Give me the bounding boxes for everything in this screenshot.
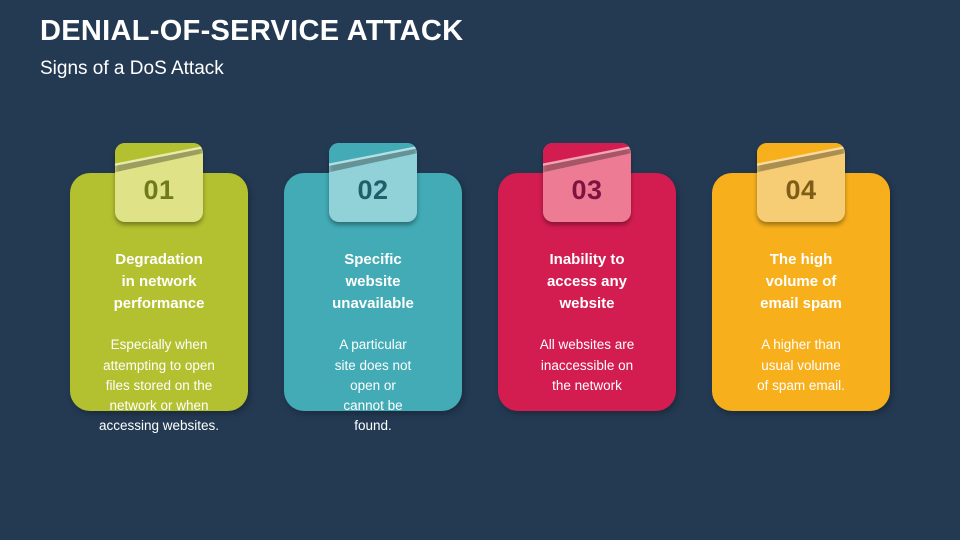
card-description: A higher than usual volume of spam email… [757, 337, 845, 393]
sign-card: Degradation in network performance Espec… [70, 143, 248, 433]
sign-card: Inability to access any website All webs… [498, 143, 676, 411]
card-description: Especially when attempting to open files… [98, 337, 220, 434]
card-description: A particular site does not open or canno… [334, 337, 412, 434]
sign-card: The high volume of email spam A higher t… [712, 143, 890, 411]
card-number: 01 [143, 175, 175, 205]
card-number: 03 [571, 175, 603, 205]
sign-card: Specific website unavailable A particula… [284, 143, 462, 433]
card-number: 04 [785, 175, 817, 205]
number-tab: 03 [543, 143, 631, 222]
card-text: Degradation in network performance Espec… [78, 231, 240, 455]
number-tab: 01 [115, 143, 203, 222]
page-title: DENIAL-OF-SERVICE ATTACK [40, 15, 464, 47]
card-text: Inability to access any website All webs… [506, 231, 668, 414]
page-subtitle: Signs of a DoS Attack [40, 57, 224, 79]
card-title: The high volume of email spam [760, 251, 842, 312]
card-title: Specific website unavailable [332, 251, 414, 312]
slide-header: DENIAL-OF-SERVICE ATTACK Signs of a DoS … [40, 15, 464, 80]
card-title: Inability to access any website [546, 251, 628, 312]
cards-row: Degradation in network performance Espec… [0, 143, 960, 433]
number-tab: 02 [329, 143, 417, 222]
card-text: The high volume of email spam A higher t… [720, 231, 882, 414]
number-tab: 04 [757, 143, 845, 222]
card-number: 02 [357, 175, 389, 205]
card-description: All websites are inaccessible on the net… [539, 337, 635, 393]
card-title: Degradation in network performance [113, 251, 205, 312]
card-text: Specific website unavailable A particula… [292, 231, 454, 455]
